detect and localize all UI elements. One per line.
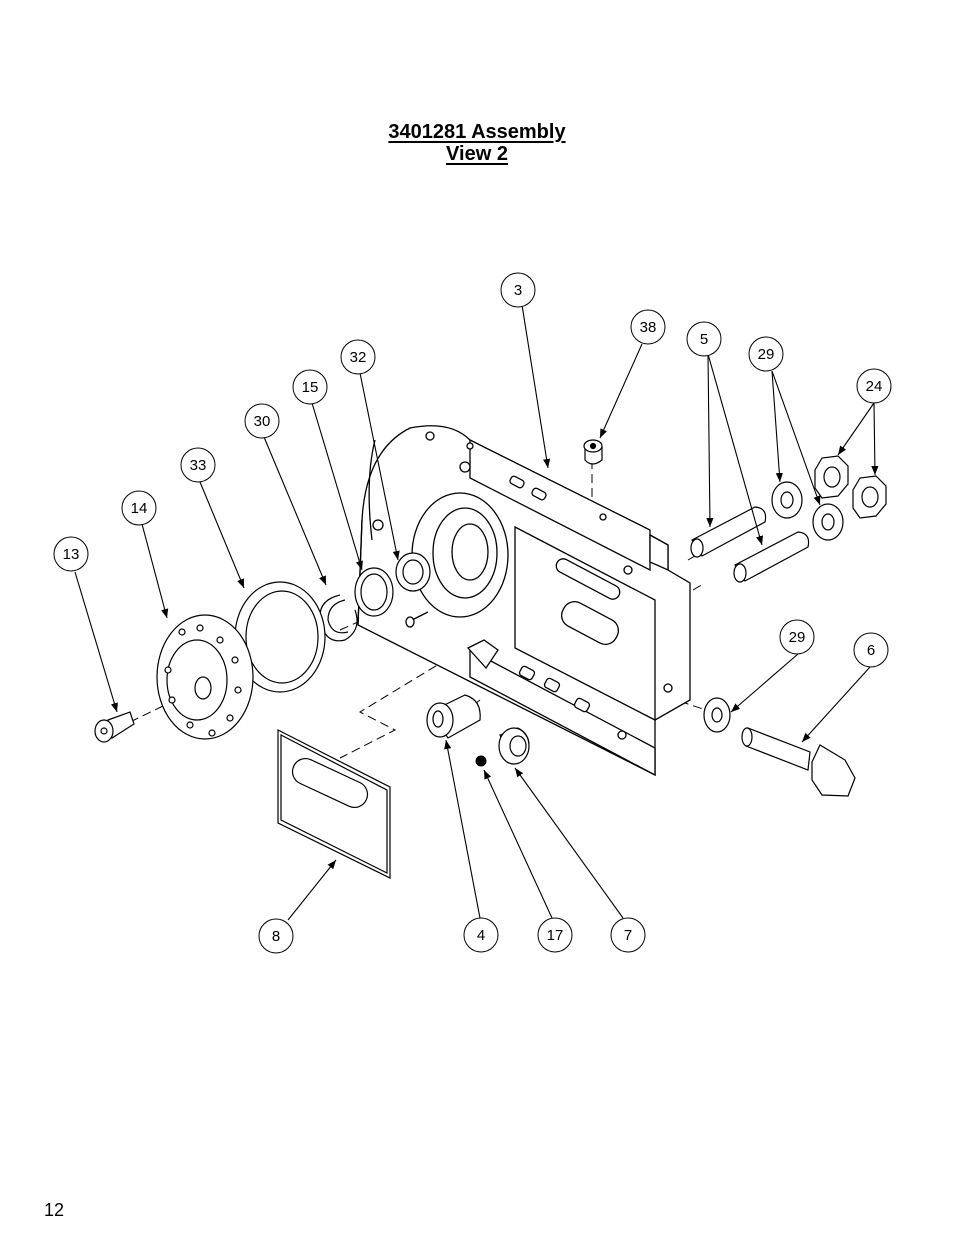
page-title: 3401281 Assembly View 2 [0,121,954,165]
callout-4: 4 [463,917,499,953]
svg-text:14: 14 [131,500,148,517]
svg-text:30: 30 [254,413,271,430]
callout-24: 24 [856,368,892,404]
svg-text:17: 17 [547,927,564,944]
callout-32: 32 [340,339,376,375]
svg-text:24: 24 [866,378,883,395]
page-number: 12 [44,1200,65,1220]
callout-14: 14 [121,490,157,526]
callout-38: 38 [630,309,666,345]
callout-7: 7 [610,917,646,953]
svg-text:29: 29 [758,346,775,363]
part-13-screw [94,711,135,743]
part-32-seal [395,552,431,592]
part-29-washers-upper [771,481,844,541]
svg-text:5: 5 [700,331,708,348]
part-5-pins [690,506,810,583]
title-line-2: View 2 [446,143,508,165]
svg-text:29: 29 [789,629,806,646]
svg-text:33: 33 [190,457,207,474]
part-24-nuts [814,455,887,519]
callout-33: 33 [180,447,216,483]
part-30-retaining-ring [319,594,358,642]
svg-text:38: 38 [640,319,657,336]
callout-13: 13 [53,536,89,572]
callout-29-upper: 29 [748,336,784,372]
svg-text:6: 6 [867,642,875,659]
part-17-screw [475,755,487,767]
housing-plate [357,425,691,777]
part-38-set-screw [583,439,603,465]
svg-text:13: 13 [63,546,80,563]
title-line-1: 3401281 Assembly [388,121,566,143]
callout-5: 5 [686,321,722,357]
part-6-bolt [741,727,856,797]
svg-text:8: 8 [272,928,280,945]
svg-text:3: 3 [514,282,522,299]
part-8-plate [277,729,391,879]
leader-lines [74,304,879,921]
callout-8: 8 [258,918,294,954]
part-33-gasket [234,581,326,693]
callout-6: 6 [853,632,889,668]
callout-15: 15 [292,369,328,405]
part-14-cover [156,614,254,740]
part-4-sleeve [426,694,481,739]
svg-text:15: 15 [302,379,319,396]
part-29-washer-lower [703,697,731,733]
callout-29-lower: 29 [779,619,815,655]
callout-17: 17 [537,917,573,953]
part-15-ring [354,567,394,617]
callout-30: 30 [244,403,280,439]
svg-text:7: 7 [624,927,632,944]
svg-text:32: 32 [350,349,367,366]
part-7-collar [498,727,530,765]
svg-text:4: 4 [477,927,485,944]
callout-3: 3 [500,272,536,308]
